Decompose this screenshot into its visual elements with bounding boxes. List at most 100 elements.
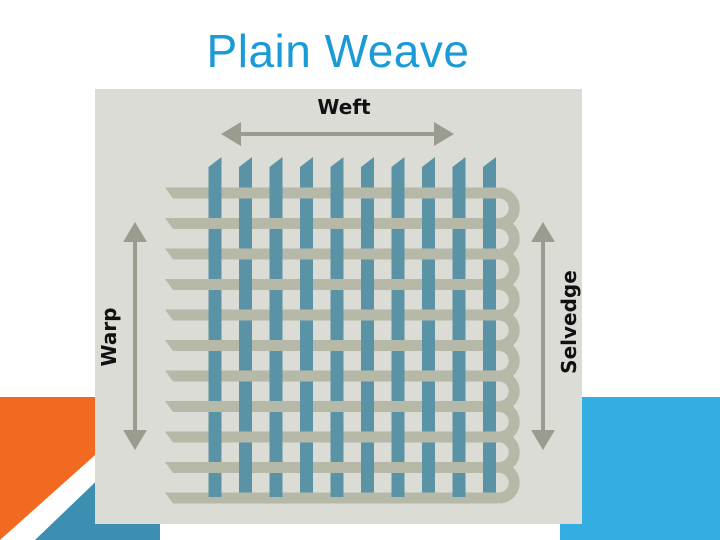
- warp-yarn: [422, 167, 435, 497]
- weft-over-crossing: [328, 401, 346, 412]
- weave-illustration: [123, 122, 555, 504]
- warp-arrow-top-head: [123, 222, 147, 242]
- weft-over-crossing: [420, 370, 437, 382]
- warp-yarn: [391, 167, 405, 497]
- warp-yarn: [483, 167, 496, 497]
- weft-label: Weft: [317, 95, 371, 119]
- warp-yarn-tip: [330, 157, 344, 169]
- warp-label: Warp: [97, 307, 121, 367]
- weft-over-crossing: [420, 248, 437, 260]
- warp-yarn-tip: [239, 157, 252, 169]
- selvedge-arrow-bottom-head: [531, 430, 555, 450]
- weft-over-crossing: [298, 431, 315, 443]
- weft-over-crossing: [237, 370, 254, 382]
- weft-over-crossing: [450, 462, 468, 473]
- weft-yarn-end: [165, 340, 177, 351]
- warp-yarn-tip: [452, 157, 466, 169]
- weft-over-crossing: [237, 248, 254, 260]
- weft-over-crossing: [328, 218, 346, 229]
- weft-over-crossing: [389, 340, 407, 351]
- weft-over-crossing: [237, 187, 254, 199]
- weft-over-crossing: [389, 462, 407, 473]
- weft-over-crossing: [481, 187, 498, 199]
- weft-over-crossing: [481, 431, 498, 443]
- weft-over-crossing: [481, 370, 498, 382]
- warp-yarn-tip: [300, 157, 313, 169]
- weft-over-crossing: [359, 492, 376, 504]
- weft-over-crossing: [298, 248, 315, 260]
- warp-yarn-tip: [361, 157, 374, 169]
- weft-over-crossing: [298, 492, 315, 504]
- weft-over-crossing: [206, 279, 224, 290]
- weft-yarn-end: [165, 431, 177, 443]
- weft-over-crossing: [267, 218, 285, 229]
- weft-over-crossing: [298, 370, 315, 382]
- warp-yarn: [269, 167, 283, 497]
- weft-yarn-end: [165, 187, 177, 199]
- weft-over-crossing: [237, 309, 254, 321]
- warp-yarn: [208, 167, 222, 497]
- weft-over-crossing: [359, 370, 376, 382]
- weft-yarn-end: [165, 279, 177, 290]
- weft-yarn-end: [165, 218, 177, 229]
- weft-over-crossing: [328, 340, 346, 351]
- weft-over-crossing: [298, 187, 315, 199]
- blue-band-shape: [560, 397, 720, 540]
- weft-yarn-end: [165, 248, 177, 260]
- weft-over-crossing: [481, 492, 498, 504]
- weft-yarn-end: [165, 370, 177, 382]
- weft-over-crossing: [450, 340, 468, 351]
- weft-over-crossing: [359, 248, 376, 260]
- weft-over-crossing: [237, 431, 254, 443]
- plain-weave-diagram: Weft Warp Selvedge: [95, 89, 582, 524]
- weft-arrow-right-head: [434, 122, 454, 146]
- selvedge-label: Selvedge: [557, 270, 581, 374]
- weft-over-crossing: [267, 340, 285, 351]
- warp-yarn-tip: [483, 157, 496, 169]
- weft-over-crossing: [389, 279, 407, 290]
- selvedge-loop: [498, 462, 520, 504]
- weft-over-crossing: [206, 401, 224, 412]
- weft-over-crossing: [267, 401, 285, 412]
- warp-yarn-tip: [269, 157, 283, 169]
- weft-over-crossing: [206, 340, 224, 351]
- weft-over-crossing: [267, 462, 285, 473]
- warp-yarn-tip: [208, 157, 222, 169]
- weft-yarn-end: [165, 401, 177, 412]
- weft-yarn-end: [165, 462, 177, 473]
- weft-over-crossing: [359, 187, 376, 199]
- weft-over-crossing: [328, 462, 346, 473]
- weft-over-crossing: [420, 309, 437, 321]
- warp-yarn: [361, 167, 374, 497]
- selvedge-arrow-top-head: [531, 222, 555, 242]
- weft-over-crossing: [450, 401, 468, 412]
- weft-over-crossing: [359, 431, 376, 443]
- weft-yarn-end: [165, 309, 177, 321]
- weft-over-crossing: [237, 492, 254, 504]
- weft-yarn: [173, 492, 499, 504]
- warp-yarn: [239, 167, 252, 497]
- weft-over-crossing: [206, 462, 224, 473]
- warp-yarn-tip: [391, 157, 405, 169]
- weft-over-crossing: [420, 187, 437, 199]
- weft-over-crossing: [206, 218, 224, 229]
- weft-over-crossing: [450, 218, 468, 229]
- weft-over-crossing: [481, 248, 498, 260]
- weft-over-crossing: [267, 279, 285, 290]
- warp-yarn: [452, 167, 466, 497]
- weft-over-crossing: [481, 309, 498, 321]
- weft-yarn-end: [165, 492, 177, 504]
- weft-over-crossing: [328, 279, 346, 290]
- weft-over-crossing: [420, 492, 437, 504]
- weft-over-crossing: [420, 431, 437, 443]
- weft-over-crossing: [298, 309, 315, 321]
- weft-over-crossing: [389, 218, 407, 229]
- weft-over-crossing: [359, 309, 376, 321]
- warp-yarn-tip: [422, 157, 435, 169]
- slide-title: Plain Weave: [206, 25, 470, 77]
- weft-arrow-left-head: [221, 122, 241, 146]
- weft-over-crossing: [450, 279, 468, 290]
- warp-yarn: [300, 167, 313, 497]
- warp-arrow-bottom-head: [123, 430, 147, 450]
- warp-yarn: [330, 167, 344, 497]
